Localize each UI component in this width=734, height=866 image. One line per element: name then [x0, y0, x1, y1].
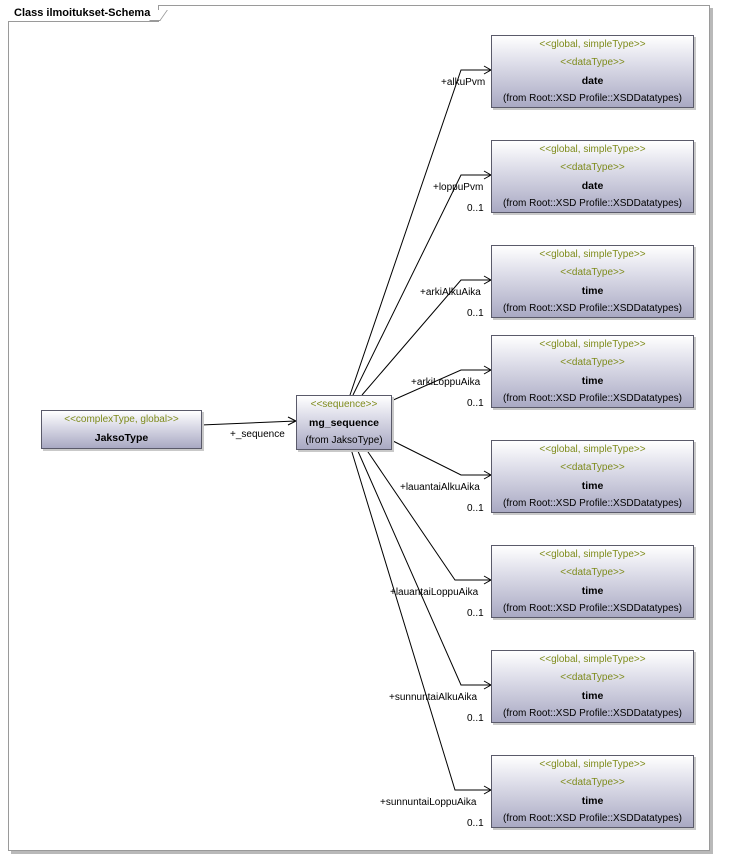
- datatype-stereotype: <<global, simpleType>>: [539, 654, 646, 665]
- datatype-stereotype-2: <<dataType>>: [560, 357, 625, 368]
- link-lauantaialkuaika: [390, 439, 491, 476]
- role-label-alkupvm: +alkuPvm: [441, 77, 486, 88]
- link-lauantailoppuaika: [365, 448, 491, 581]
- role-label-loppupvm: +loppuPvm: [433, 182, 484, 193]
- datatype-origin: (from Root::XSD Profile::XSDDatatypes): [503, 303, 682, 314]
- datatype-stereotype: <<global, simpleType>>: [539, 144, 646, 155]
- link-alkupvm: [349, 69, 491, 396]
- datatype-stereotype: <<global, simpleType>>: [539, 444, 646, 455]
- link-loppupvm: [352, 174, 491, 396]
- datatype-name: time: [581, 285, 604, 297]
- datatype-box-lauantailoppuaika[interactable]: <<global, simpleType>> <<dataType>> time…: [491, 545, 694, 618]
- datatype-origin: (from Root::XSD Profile::XSDDatatypes): [503, 603, 682, 614]
- datatype-stereotype-2: <<dataType>>: [560, 267, 625, 278]
- datatype-origin: (from Root::XSD Profile::XSDDatatypes): [503, 393, 682, 404]
- multiplicity-lauantailoppuaika: 0..1: [467, 608, 484, 619]
- datatype-origin: (from Root::XSD Profile::XSDDatatypes): [503, 93, 682, 104]
- link-arkialkuaika: [361, 279, 491, 396]
- role-label-sunnuntailoppuaika: +sunnuntaiLoppuAika: [380, 797, 477, 808]
- datatype-box-alkupvm[interactable]: <<global, simpleType>> <<dataType>> date…: [491, 35, 694, 108]
- datatype-stereotype: <<global, simpleType>>: [539, 339, 646, 350]
- mg-sequence-class-box[interactable]: <<sequence>> mg_sequence (from JaksoType…: [296, 395, 392, 450]
- datatype-origin: (from Root::XSD Profile::XSDDatatypes): [503, 198, 682, 209]
- link-sunnuntaialkuaika: [356, 448, 491, 686]
- link-sunnuntailoppuaika: [350, 448, 491, 791]
- multiplicity-sunnuntaialkuaika: 0..1: [467, 713, 484, 724]
- sequence-role-label: +_sequence: [230, 429, 285, 440]
- multiplicity-lauantaialkuaika: 0..1: [467, 503, 484, 514]
- datatype-origin: (from Root::XSD Profile::XSDDatatypes): [503, 708, 682, 719]
- datatype-name: time: [581, 795, 604, 807]
- datatype-name: date: [581, 180, 604, 192]
- datatype-stereotype: <<global, simpleType>>: [539, 549, 646, 560]
- multiplicity-sunnuntailoppuaika: 0..1: [467, 818, 484, 829]
- datatype-name: date: [581, 75, 604, 87]
- multiplicity-arkialkuaika: 0..1: [467, 308, 484, 319]
- datatype-origin: (from Root::XSD Profile::XSDDatatypes): [503, 498, 682, 509]
- mg-sequence-name: mg_sequence: [308, 417, 380, 429]
- datatype-name: time: [581, 375, 604, 387]
- datatype-stereotype: <<global, simpleType>>: [539, 759, 646, 770]
- datatype-stereotype-2: <<dataType>>: [560, 777, 625, 788]
- datatype-stereotype-2: <<dataType>>: [560, 462, 625, 473]
- datatype-box-loppupvm[interactable]: <<global, simpleType>> <<dataType>> date…: [491, 140, 694, 213]
- datatype-box-lauantaialkuaika[interactable]: <<global, simpleType>> <<dataType>> time…: [491, 440, 694, 513]
- datatype-box-arkialkuaika[interactable]: <<global, simpleType>> <<dataType>> time…: [491, 245, 694, 318]
- multiplicity-loppupvm: 0..1: [467, 203, 484, 214]
- mg-sequence-origin: (from JaksoType): [305, 435, 383, 446]
- datatype-stereotype-2: <<dataType>>: [560, 57, 625, 68]
- role-label-arkialkuaika: +arkiAlkuAika: [420, 287, 481, 298]
- jaksotype-class-box[interactable]: <<complexType, global>> JaksoType: [41, 410, 202, 449]
- role-label-lauantailoppuaika: +lauantaiLoppuAika: [390, 587, 479, 598]
- role-label-arkiloppuaika: +arkiLoppuAika: [411, 377, 481, 388]
- multiplicity-arkiloppuaika: 0..1: [467, 398, 484, 409]
- datatype-name: time: [581, 585, 604, 597]
- datatype-origin: (from Root::XSD Profile::XSDDatatypes): [503, 813, 682, 824]
- role-label-lauantaialkuaika: +lauantaiAlkuAika: [400, 482, 480, 493]
- datatype-stereotype-2: <<dataType>>: [560, 672, 625, 683]
- link-arkiloppuaika: [390, 369, 491, 402]
- datatype-box-sunnuntailoppuaika[interactable]: <<global, simpleType>> <<dataType>> time…: [491, 755, 694, 828]
- datatype-stereotype: <<global, simpleType>>: [539, 39, 646, 50]
- datatype-box-arkiloppuaika[interactable]: <<global, simpleType>> <<dataType>> time…: [491, 335, 694, 408]
- jaksotype-stereotype: <<complexType, global>>: [64, 414, 179, 425]
- datatype-stereotype: <<global, simpleType>>: [539, 249, 646, 260]
- datatype-stereotype-2: <<dataType>>: [560, 162, 625, 173]
- role-label-sunnuntaialkuaika: +sunnuntaiAlkuAika: [389, 692, 478, 703]
- diagram-title: Class ilmoitukset-Schema: [8, 5, 160, 22]
- datatype-name: time: [581, 690, 604, 702]
- mg-sequence-stereotype: <<sequence>>: [310, 399, 378, 410]
- datatype-box-sunnuntaialkuaika[interactable]: <<global, simpleType>> <<dataType>> time…: [491, 650, 694, 723]
- sequence-association-line: [200, 420, 297, 426]
- datatype-stereotype-2: <<dataType>>: [560, 567, 625, 578]
- datatype-name: time: [581, 480, 604, 492]
- jaksotype-name: JaksoType: [94, 432, 149, 444]
